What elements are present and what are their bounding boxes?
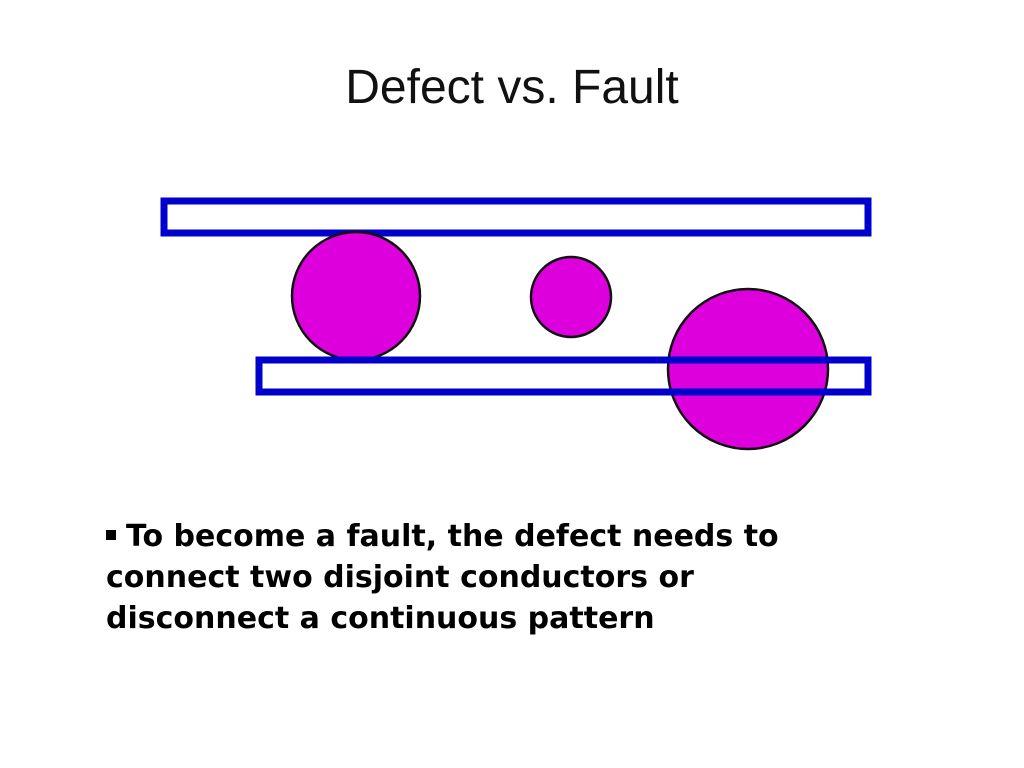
- defect-middle: [529, 255, 613, 339]
- bullet-item: To become a fault, the defect needs to c…: [106, 516, 886, 639]
- slide-title: Defect vs. Fault: [345, 61, 679, 114]
- defect-right: [666, 287, 830, 451]
- conductor-bottom-overlay: [255, 356, 872, 396]
- conductor-top: [160, 197, 872, 237]
- bullet-marker-icon: [106, 530, 116, 540]
- bullet-text: To become a fault, the defect needs to c…: [106, 519, 779, 636]
- defect-left: [290, 230, 422, 362]
